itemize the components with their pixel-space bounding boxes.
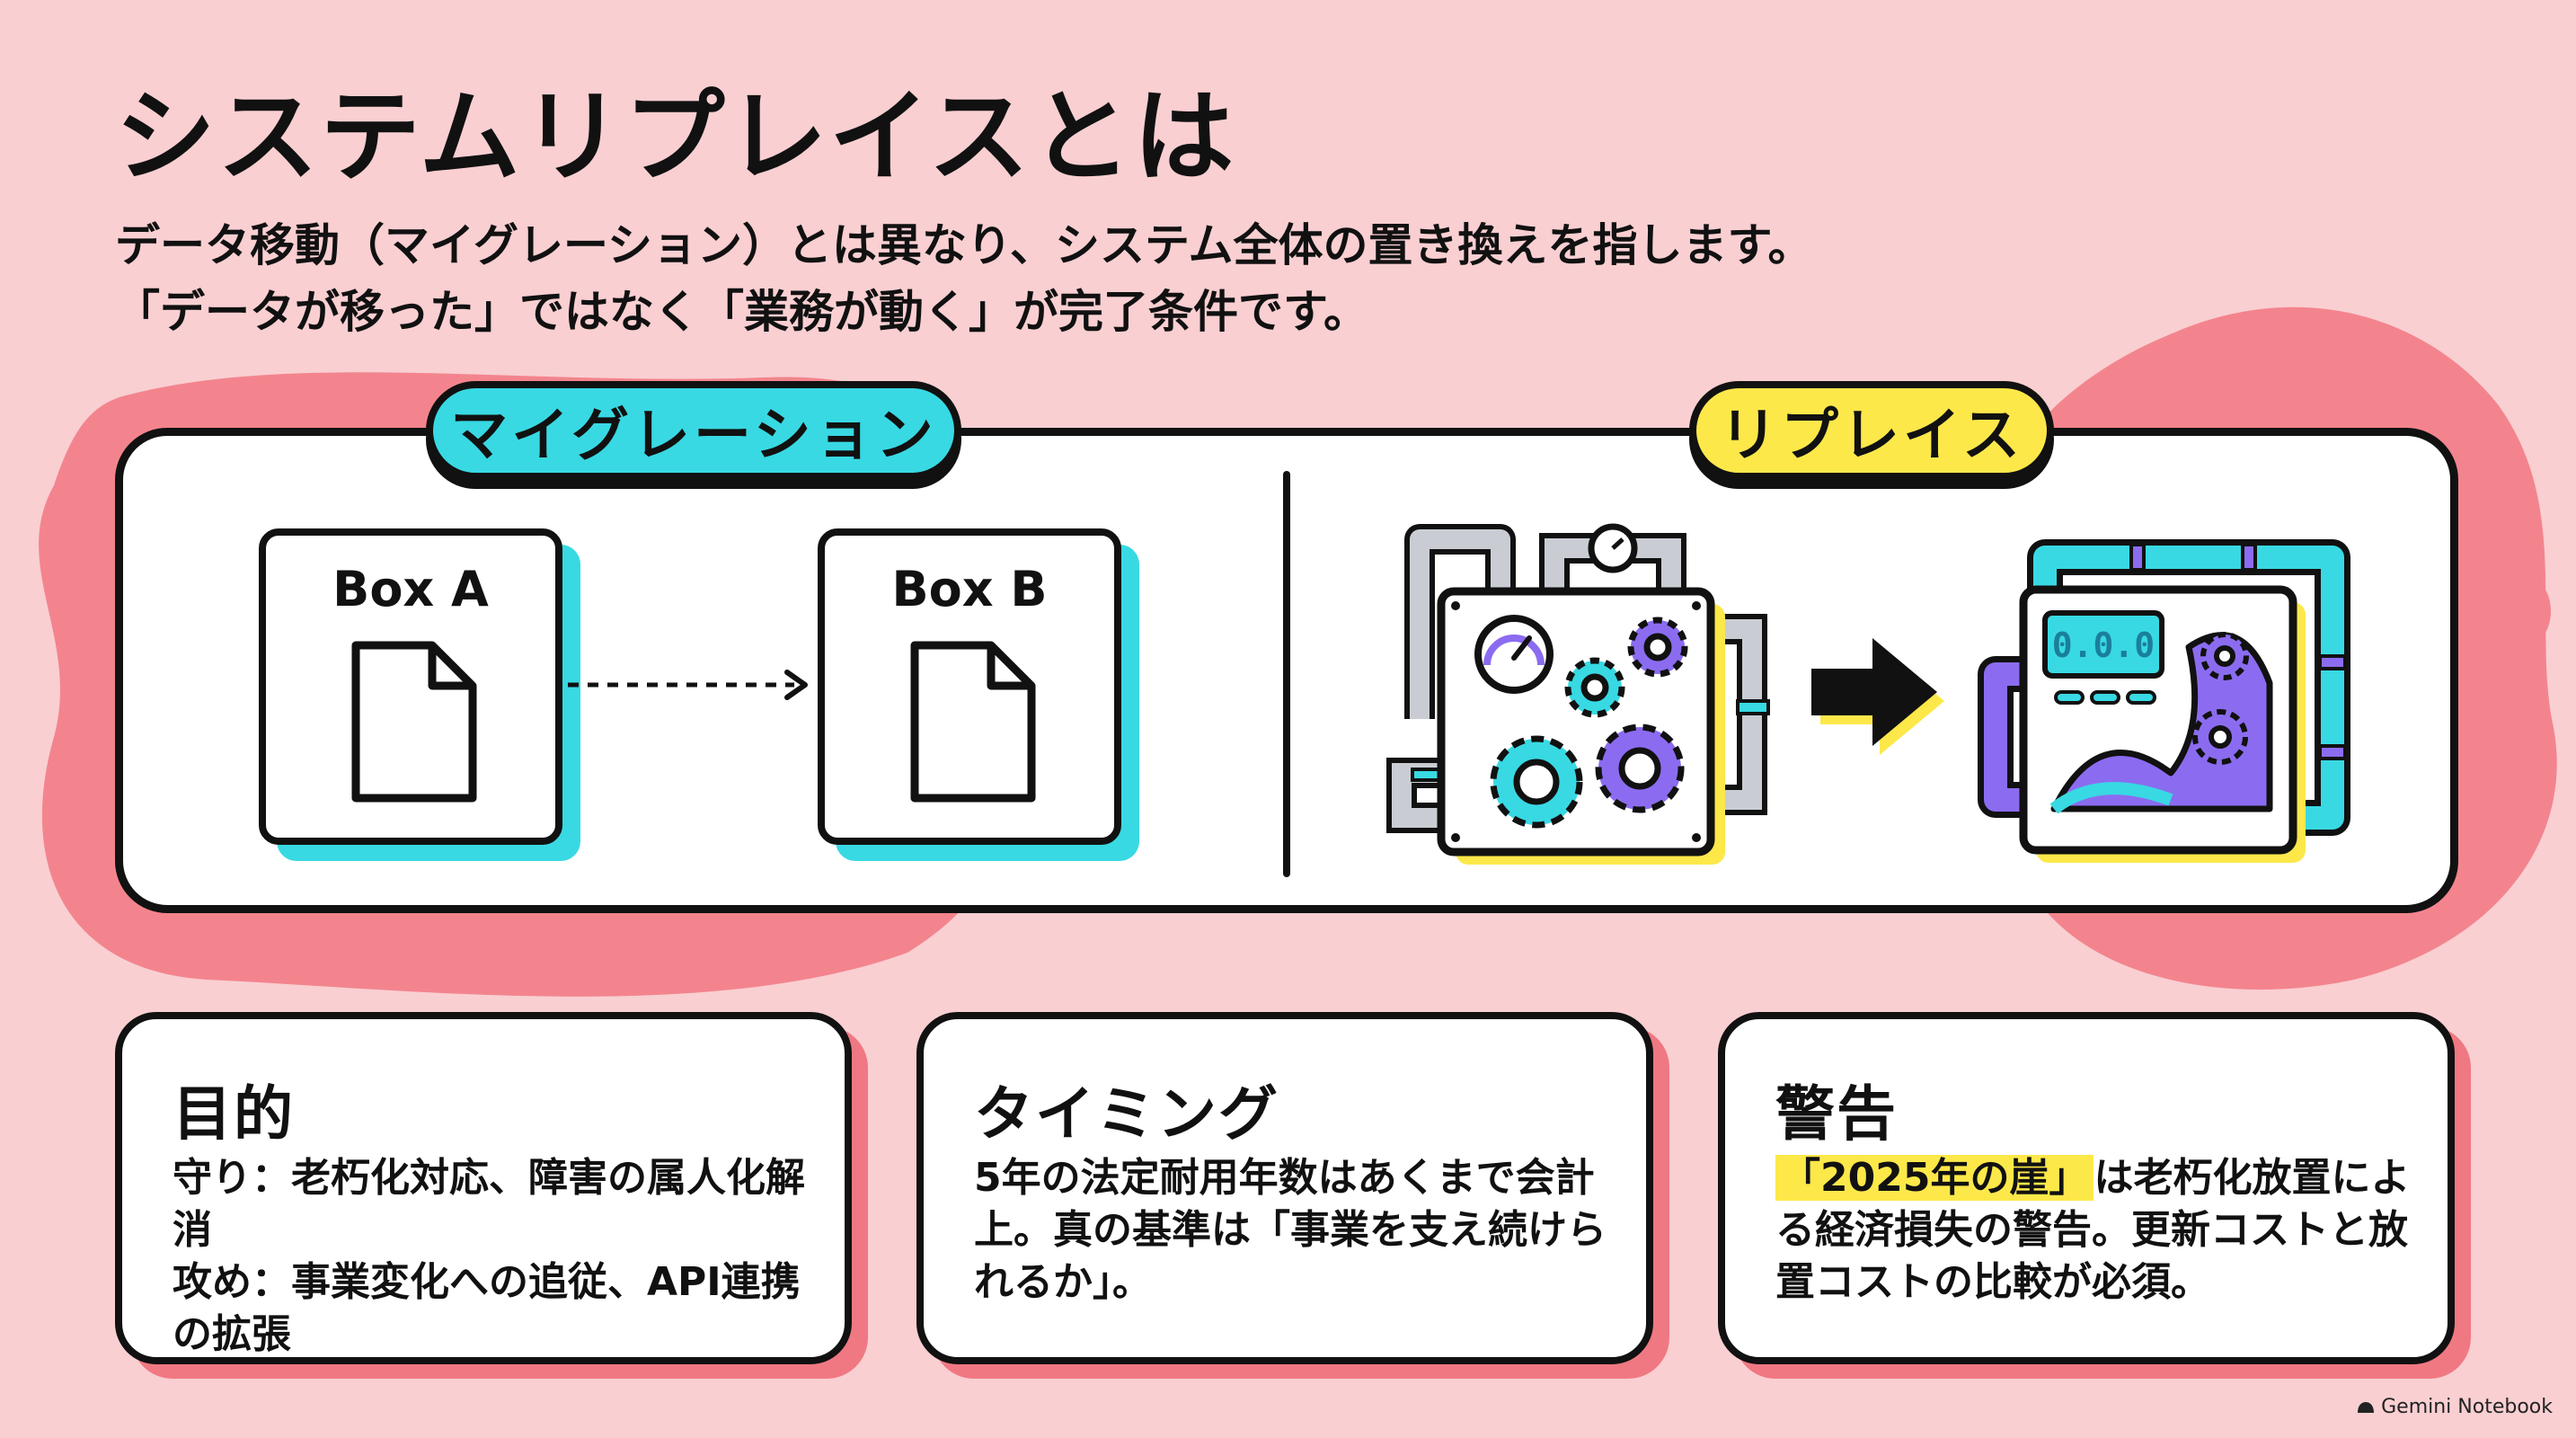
purpose-defense-line: 守り：老朽化対応、障害の属人化解消 (173, 1155, 805, 1253)
page-subtitle: データ移動（マイグレーション）とは異なり、システム全体の置き換えを指します。 「… (115, 212, 1813, 345)
modern-system-machine-icon: 0.0.0 (1978, 539, 2350, 863)
page-title: システムリプレイスとは (115, 79, 1236, 196)
watermark: Gemini Notebook (2356, 1396, 2553, 1418)
purpose-text: 守り：老朽化対応、障害の属人化解消 攻め：事業変化への追従、API連携の拡張 (173, 1152, 809, 1361)
purpose-card: 目的 守り：老朽化対応、障害の属人化解消 攻め：事業変化への追従、API連携の拡… (115, 1012, 852, 1364)
warning-highlight: 「2025年の崖」 (1775, 1155, 2094, 1201)
purpose-offense-line: 攻め：事業変化への追従、API連携の拡張 (173, 1259, 801, 1357)
machine-display-readout: 0.0.0 (2052, 626, 2155, 665)
warning-title: 警告 (1775, 1079, 1898, 1149)
timing-text: 5年の法定耐用年数はあくまで会計上。真の基準は「事業を支え続けられるか」。 (974, 1155, 1607, 1305)
timing-title: タイミング (974, 1079, 1279, 1149)
warning-text: 「2025年の崖」は老朽化放置による経済損失の警告。更新コストと放置コストの比較… (1775, 1152, 2412, 1309)
legacy-system-machine-icon (1386, 523, 1770, 865)
timing-card: タイミング 5年の法定耐用年数はあくまで会計上。真の基準は「事業を支え続けられる… (916, 1012, 1653, 1364)
dashed-arrow-icon (568, 670, 808, 700)
subtitle-line-1: データ移動（マイグレーション）とは異なり、システム全体の置き換えを指します。 (115, 219, 1813, 271)
arrow-right-icon (1811, 638, 1944, 755)
panel-divider (1283, 471, 1290, 877)
replace-label-pill: リプレイス (1689, 381, 2054, 480)
box-a-label: Box A (332, 561, 489, 617)
purpose-title: 目的 (173, 1079, 295, 1149)
gemini-logo-icon (2358, 1401, 2375, 1413)
document-icon (351, 641, 477, 803)
document-icon (910, 641, 1036, 803)
box-b-label: Box B (891, 561, 1048, 617)
box-a-card: Box A (259, 528, 562, 845)
warning-card: 警告 「2025年の崖」は老朽化放置による経済損失の警告。更新コストと放置コスト… (1718, 1012, 2455, 1364)
subtitle-line-2: 「データが移った」ではなく「業務が動く」が完了条件です。 (115, 286, 1368, 338)
box-b-card: Box B (818, 528, 1121, 845)
warning-body: は老朽化放置による経済損失の警告。更新コストと放置コストの比較が必須。 (1775, 1155, 2411, 1305)
watermark-text: Gemini Notebook (2381, 1396, 2553, 1418)
migration-label-pill: マイグレーション (426, 381, 961, 480)
